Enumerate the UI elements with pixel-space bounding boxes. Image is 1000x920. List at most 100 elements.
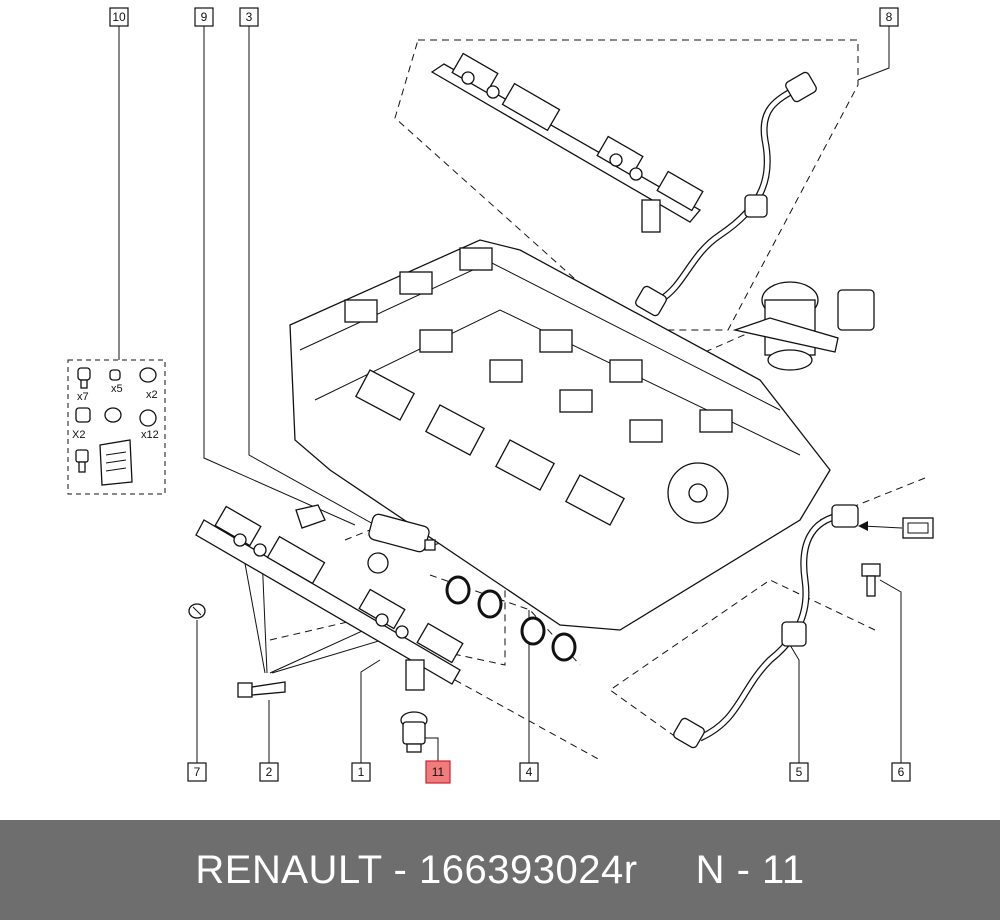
kit-item-icon: [78, 461, 86, 473]
injector-tip: [424, 539, 436, 551]
callout-label: 7: [194, 765, 201, 779]
callout-box: [109, 7, 129, 27]
kit-item-icon: [139, 409, 157, 427]
intake-port: [495, 439, 555, 491]
pipe-nut: [635, 285, 667, 317]
cylinder-head: [289, 239, 831, 631]
callout-8[interactable]: 8: [879, 7, 899, 27]
kit-qty: x2: [146, 389, 158, 401]
cam-cap: [419, 329, 453, 353]
cam-cap: [399, 271, 433, 295]
seal-guide: [819, 477, 926, 521]
intake-port: [355, 369, 415, 421]
kit-manual-line: [105, 467, 127, 472]
leader-5: [789, 644, 800, 763]
cam-gear-hub: [688, 483, 708, 503]
upper-rail-tube: [430, 63, 701, 223]
o-ring: [477, 589, 503, 619]
bolt-2-head: [237, 682, 253, 698]
kit-item-icon: [75, 407, 91, 423]
footer-separator: -: [381, 847, 419, 892]
kit-qty: x12: [141, 429, 159, 441]
callout-label: 2: [266, 765, 273, 779]
callout-box: [879, 7, 899, 27]
callout-5[interactable]: 5: [789, 762, 809, 782]
pipe-clamp: [744, 194, 768, 218]
leader-2a: [241, 546, 266, 674]
kit-item-icon: [109, 369, 121, 381]
fastener-kit-10: x7 x5 x2 X2 x12: [67, 359, 166, 495]
sensor-11-tip: [406, 743, 422, 753]
o-ring: [445, 575, 471, 605]
rail-mount: [416, 622, 464, 664]
sensor-11-body: [402, 721, 426, 745]
kit-qty: X2: [72, 429, 85, 441]
callout-4[interactable]: 4: [519, 762, 539, 782]
cam-cap: [489, 359, 523, 383]
seal-arrow-head: [858, 521, 868, 531]
cam-cap: [609, 359, 643, 383]
o-ring: [551, 632, 577, 662]
callout-box-highlighted: [425, 760, 451, 784]
rail-bolt: [629, 167, 643, 181]
callout-6[interactable]: 6: [891, 762, 911, 782]
callout-box: [194, 7, 214, 27]
pipe-nut: [673, 717, 705, 749]
kit-item-icon: [80, 379, 88, 389]
fuel-rail-upper: [430, 52, 817, 317]
footer-caption: RENAULT - 166393024r N - 11: [195, 848, 804, 893]
callout-label: 6: [898, 765, 905, 779]
footer-banner: RENAULT - 166393024r N - 11: [0, 820, 1000, 920]
bolt-6: [861, 563, 881, 597]
callout-label: 9: [201, 10, 208, 24]
rail-mount: [501, 82, 561, 132]
nut-7-mark: [192, 606, 202, 616]
callout-2[interactable]: 2: [259, 762, 279, 782]
pump-connector: [837, 289, 875, 331]
pipe-nut: [785, 71, 817, 103]
footer-gap: [638, 848, 696, 892]
bolt-2: [237, 681, 286, 698]
kit-item-icon: [77, 367, 91, 381]
cylinder-head-body: [289, 239, 831, 631]
leader-11: [422, 737, 439, 763]
bolt-6-head: [861, 563, 881, 577]
callout-1[interactable]: 1: [351, 762, 371, 782]
injector-3: [295, 504, 436, 574]
pump-flange: [732, 317, 839, 353]
footer-ref: N - 11: [695, 847, 805, 892]
footer-part-number: 166393024r: [418, 847, 638, 892]
kit-qty: x7: [77, 391, 89, 403]
kit-manual-icon: [99, 439, 133, 486]
rail-guide: [454, 679, 601, 761]
hp-pump: [732, 281, 875, 371]
cam-cap: [699, 409, 733, 433]
fuel-rail-1: [195, 505, 464, 691]
footer-brand: RENAULT: [195, 847, 382, 892]
head-ridge-2: [314, 309, 801, 456]
rail-mount: [266, 535, 326, 585]
sensor-11: [400, 711, 428, 753]
leader-2b: [261, 554, 268, 674]
pipe-clamp: [781, 621, 807, 647]
callout-3[interactable]: 3: [239, 7, 259, 27]
kit-qty: x5: [111, 383, 123, 395]
pipe-5-guide: [609, 579, 876, 741]
rail-outlet: [405, 659, 425, 691]
callout-box: [239, 7, 259, 27]
rail-mount: [656, 170, 704, 212]
callout-9[interactable]: 9: [194, 7, 214, 27]
cam-cap: [539, 329, 573, 353]
callout-label: 10: [112, 10, 126, 24]
kit-manual-line: [105, 459, 127, 464]
leader-1: [360, 659, 381, 763]
callout-7[interactable]: 7: [187, 762, 207, 782]
rail-outlet: [641, 199, 661, 233]
callout-11[interactable]: 11: [425, 760, 451, 784]
seal-gasket-inner: [907, 522, 929, 534]
injector-connector: [367, 552, 389, 574]
callout-10[interactable]: 10: [109, 7, 129, 27]
callout-label: 1: [358, 765, 365, 779]
clip-guide: [344, 529, 371, 541]
